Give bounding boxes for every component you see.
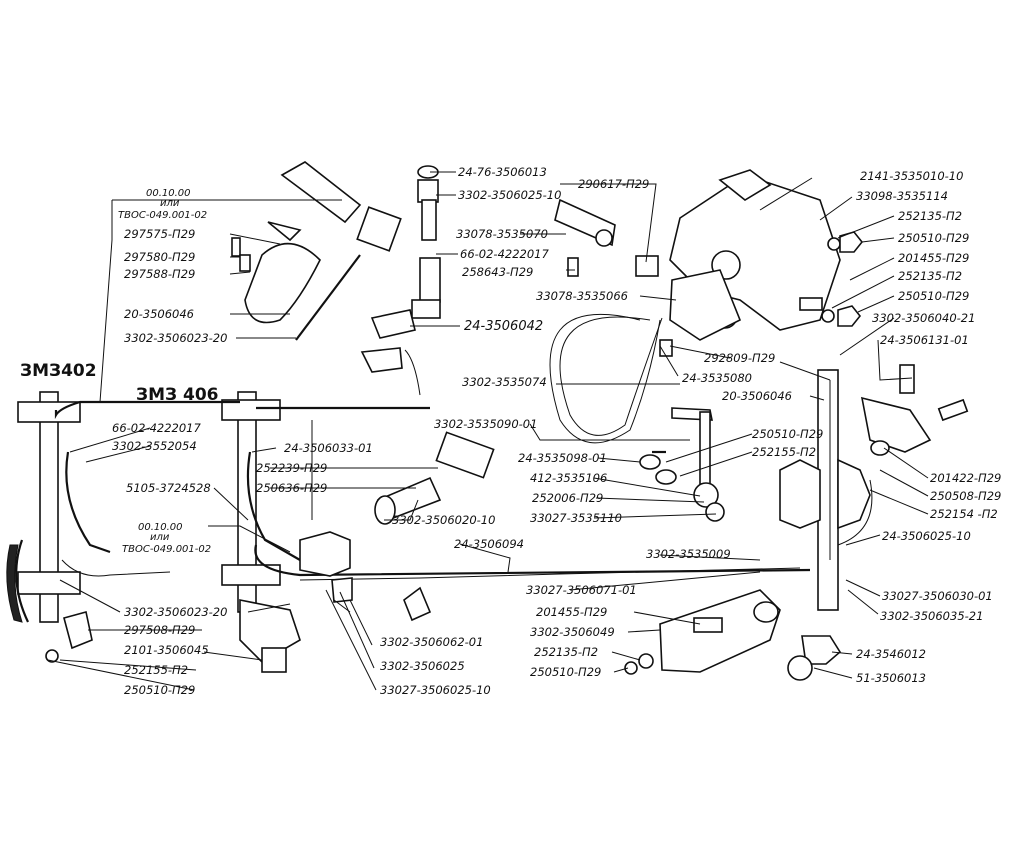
label-zmz406: ЗМЗ 406 bbox=[136, 385, 218, 405]
label-297588: 297588-П29 bbox=[124, 267, 195, 281]
label-3302-3535074: 3302-3535074 bbox=[462, 375, 547, 389]
label-3302-3552054: 3302-3552054 bbox=[112, 439, 197, 453]
label-250510-d: 250510-П29 bbox=[124, 683, 195, 697]
label-250510-c: 250510-П29 bbox=[752, 427, 823, 441]
label-24-76-3506013: 24-76-3506013 bbox=[458, 165, 547, 179]
label-3302-3506040-21: 3302-3506040-21 bbox=[872, 311, 975, 325]
label-201455-a: 201455-П29 bbox=[898, 251, 969, 265]
label-3302-3506020-10: 3302-3506020-10 bbox=[392, 513, 495, 527]
label-00-10-00-bot: 00.10.00 bbox=[138, 522, 183, 533]
label-tvos-top: ТВОС-049.001-02 bbox=[118, 210, 207, 221]
label-2141-3535010-10: 2141-3535010-10 bbox=[860, 169, 963, 183]
label-2101-3506045: 2101-3506045 bbox=[124, 643, 209, 657]
label-252135-c: 252135-П2 bbox=[534, 645, 598, 659]
label-201455-b: 201455-П29 bbox=[536, 605, 607, 619]
label-24-3506042: 24-3506042 bbox=[464, 319, 543, 334]
label-00-10-00-top: 00.10.00 bbox=[146, 188, 191, 199]
label-33027-3506071-01: 33027-3506071-01 bbox=[526, 583, 637, 597]
label-250636: 250636-П29 bbox=[256, 481, 327, 495]
label-66-02-4222017-left: 66-02-4222017 bbox=[112, 421, 201, 435]
label-3302-3535090-01: 3302-3535090-01 bbox=[434, 417, 537, 431]
label-292809: 292809-П29 bbox=[704, 351, 775, 365]
label-252154: 252154 -П2 bbox=[930, 507, 998, 521]
label-3302-3506023-20-bot: 3302-3506023-20 bbox=[124, 605, 227, 619]
label-250510-a: 250510-П29 bbox=[898, 231, 969, 245]
leader-lines bbox=[47, 171, 929, 691]
label-24-3506025-10: 24-3506025-10 bbox=[882, 529, 971, 543]
callout-labels: 00.10.00 или ТВОС-049.001-02 297575-П29 … bbox=[112, 165, 1001, 697]
label-252135-b: 252135-П2 bbox=[898, 269, 962, 283]
label-258643: 258643-П29 bbox=[462, 265, 533, 279]
label-252006: 252006-П29 bbox=[532, 491, 603, 505]
label-33027-3506030-01: 33027-3506030-01 bbox=[882, 589, 993, 603]
label-24-3506094: 24-3506094 bbox=[454, 537, 524, 551]
label-201422: 201422-П29 bbox=[930, 471, 1001, 485]
label-51-3506013: 51-3506013 bbox=[856, 671, 926, 685]
label-3302-3506023-20-top: 3302-3506023-20 bbox=[124, 331, 227, 345]
label-ili-bot: или bbox=[150, 532, 170, 543]
label-20-3506046-right: 20-3506046 bbox=[722, 389, 792, 403]
label-tvos-bot: ТВОС-049.001-02 bbox=[122, 544, 211, 555]
label-3302-3535009: 3302-3535009 bbox=[646, 547, 731, 561]
label-ili-top: или bbox=[160, 198, 180, 209]
label-33078-3535070: 33078-3535070 bbox=[456, 227, 548, 241]
label-3302-3506049: 3302-3506049 bbox=[530, 625, 615, 639]
label-297580: 297580-П29 bbox=[124, 250, 195, 264]
label-33078-3535066: 33078-3535066 bbox=[536, 289, 628, 303]
label-66-02-4222017-top: 66-02-4222017 bbox=[460, 247, 549, 261]
label-24-3535098-01: 24-3535098-01 bbox=[518, 451, 607, 465]
label-250510-b: 250510-П29 bbox=[898, 289, 969, 303]
label-33027-3506025-10: 33027-3506025-10 bbox=[380, 683, 491, 697]
label-297508: 297508-П29 bbox=[124, 623, 195, 637]
label-zmz402: ЗМЗ402 bbox=[20, 361, 97, 381]
label-3302-3506062-01: 3302-3506062-01 bbox=[380, 635, 483, 649]
label-5105-3724528: 5105-3724528 bbox=[126, 481, 211, 495]
label-297575: 297575-П29 bbox=[124, 227, 195, 241]
label-33098-3535114: 33098-3535114 bbox=[856, 189, 948, 203]
label-33027-3535110: 33027-3535110 bbox=[530, 511, 622, 525]
label-3302-3506025-10: 3302-3506025-10 bbox=[458, 188, 561, 202]
label-252155-a: 252155-П2 bbox=[752, 445, 816, 459]
label-250510-e: 250510-П29 bbox=[530, 665, 601, 679]
label-24-3506131-01: 24-3506131-01 bbox=[880, 333, 969, 347]
label-290617: 290617-П29 bbox=[578, 177, 649, 191]
label-24-3506033-01: 24-3506033-01 bbox=[284, 441, 373, 455]
label-3302-3506025: 3302-3506025 bbox=[380, 659, 465, 673]
label-250508: 250508-П29 bbox=[930, 489, 1001, 503]
label-252239: 252239-П29 bbox=[256, 461, 327, 475]
label-252155-b: 252155-П2 bbox=[124, 663, 188, 677]
label-412-3535106: 412-3535106 bbox=[530, 471, 607, 485]
label-24-3546012: 24-3546012 bbox=[856, 647, 926, 661]
label-24-3535080: 24-3535080 bbox=[682, 371, 752, 385]
engine-labels: ЗМЗ402 ЗМЗ 406 bbox=[20, 361, 218, 405]
label-3302-3506035-21: 3302-3506035-21 bbox=[880, 609, 983, 623]
brake-lines bbox=[54, 254, 873, 581]
chassis-frame bbox=[6, 369, 871, 623]
parts-drawings bbox=[45, 161, 969, 681]
label-252135-a: 252135-П2 bbox=[898, 209, 962, 223]
label-20-3506046-left: 20-3506046 bbox=[124, 307, 194, 321]
